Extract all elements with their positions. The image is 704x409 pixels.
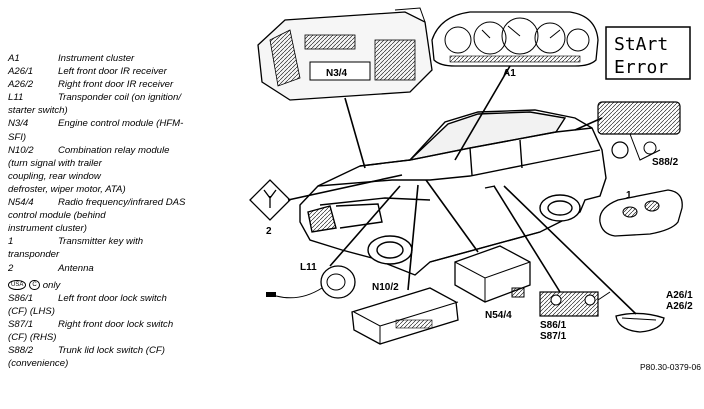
region-note: USA C only: [8, 279, 240, 292]
usa-badge-icon: USA: [8, 280, 27, 291]
legend-item: A26/1 Left front door IR receiver: [8, 65, 240, 78]
legend-text: Left front door lock switch: [58, 292, 167, 304]
region-note-text: only: [42, 279, 61, 291]
legend-text: Right front door lock switch: [58, 318, 174, 330]
legend-code: A26/1: [8, 66, 34, 78]
label-l11: L11: [300, 262, 317, 273]
legend-code: A26/2: [8, 79, 34, 91]
legend-item: A1 Instrument cluster: [8, 52, 240, 65]
legend-item-cont: (CF) (RHS): [8, 331, 57, 343]
legend-text: Combination relay module: [58, 144, 170, 156]
legend-text: Left front door IR receiver: [58, 66, 167, 78]
label-a1: A1: [503, 68, 516, 79]
legend-code: N3/4: [8, 118, 29, 130]
legend-code: L11: [8, 92, 24, 104]
legend-text: Engine control module (HFM-: [58, 118, 184, 130]
legend-item-cont: defroster, wiper motor, ATA): [8, 183, 126, 195]
legend-item-cont: transponder: [8, 249, 60, 261]
engine-control-module: [257, 7, 433, 101]
legend-text: Transmitter key with: [58, 236, 144, 248]
label-n34: N3/4: [326, 68, 348, 79]
label-s861: S86/1: [540, 320, 567, 331]
legend-item-cont: coupling, rear window: [8, 170, 101, 182]
label-s882: S88/2: [652, 157, 679, 168]
combination-relay-module: [351, 287, 459, 345]
legend-item: S87/1 Right front door lock switch: [8, 318, 240, 331]
legend-item-cont: (turn signal with trailer: [8, 157, 102, 169]
label-s871: S87/1: [540, 331, 567, 342]
legend-code: 2: [8, 262, 14, 274]
lcd-display: StArt Error: [605, 26, 691, 80]
legend-item-cont: SFI): [8, 131, 27, 143]
label-n544: N54/4: [485, 310, 512, 321]
legend-text: Instrument cluster: [58, 53, 135, 64]
legend-item-cont: starter switch): [8, 105, 68, 117]
legend-text: Antenna: [58, 262, 94, 274]
label-a262: A26/2: [666, 301, 693, 312]
legend-item: S86/1 Left front door lock switch: [8, 292, 240, 305]
reference-code: P80.30-0379-06: [640, 362, 701, 372]
legend-item: N3/4 Engine control module (HFM-: [8, 117, 240, 130]
door-handle-ir-receiver: [615, 312, 665, 333]
legend-item-cont: (CF) (LHS): [8, 305, 55, 317]
label-n102: N10/2: [372, 282, 399, 293]
legend-code: S88/2: [8, 345, 34, 357]
legend-item: 2 Antenna: [8, 262, 240, 275]
legend-item: A26/2 Right front door IR receiver: [8, 78, 240, 91]
canada-badge-icon: C: [29, 280, 40, 291]
label-two: 2: [266, 226, 272, 237]
car-illustration: [299, 109, 607, 276]
legend-text: Transponder coil (on ignition/: [58, 92, 182, 104]
label-a261: A26/1: [666, 290, 693, 301]
legend-item: S88/2 Trunk lid lock switch (CF): [8, 344, 240, 357]
lcd-line-2: Error: [614, 57, 668, 78]
legend-code: A1: [8, 53, 20, 64]
leader-lines: [287, 65, 637, 315]
legend-code: N54/4: [8, 197, 34, 209]
legend-code: 1: [8, 236, 14, 248]
legend-item-cont: instrument cluster): [8, 223, 87, 235]
legend-text: Right front door IR receiver: [58, 79, 174, 91]
legend-item-cont: control module (behind: [8, 210, 106, 222]
legend-item: N10/2 Combination relay module: [8, 144, 240, 157]
legend-item: 1 Transmitter key with: [8, 235, 240, 248]
legend-text: Radio frequency/infrared DAS: [58, 197, 186, 209]
legend-item: L11 Transponder coil (on ignition/: [8, 91, 240, 104]
label-one: 1: [626, 190, 632, 201]
legend-text: Trunk lid lock switch (CF): [58, 345, 165, 357]
transponder-coil: [266, 265, 356, 299]
instrument-cluster: [431, 11, 599, 67]
das-control-module: [454, 245, 531, 303]
legend-item: N54/4 Radio frequency/infrared DAS: [8, 196, 240, 209]
door-lock-switch: [539, 291, 611, 317]
trunk-lid-lock-switch: [597, 101, 681, 161]
legend-item-cont: (convenience): [8, 358, 69, 370]
antenna: [249, 179, 291, 221]
lcd-line-1: StArt: [614, 34, 668, 55]
legend-code: N10/2: [8, 144, 34, 156]
transmitter-key: [599, 189, 683, 237]
legend-code: S86/1: [8, 292, 34, 304]
legend-code: S87/1: [8, 318, 34, 330]
